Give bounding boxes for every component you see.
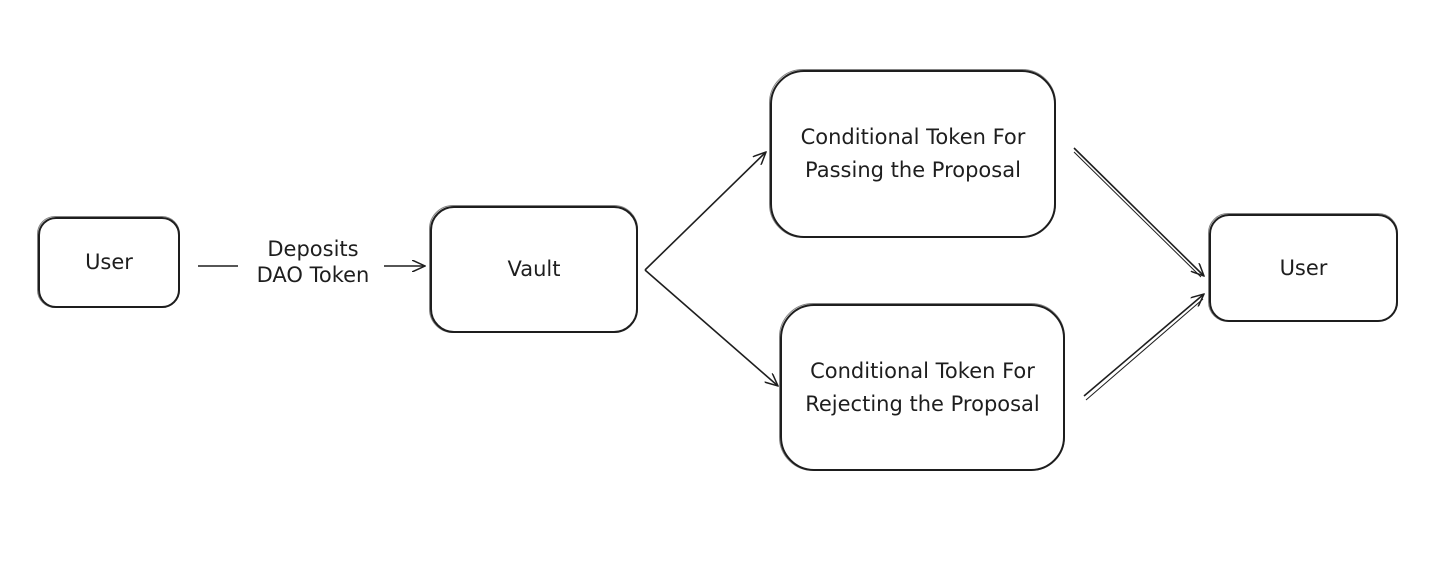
reject-token-line2: Rejecting the Proposal: [805, 391, 1040, 416]
pass-token-line1: Conditional Token For: [800, 125, 1026, 149]
arrow-vault-to-reject-token: [644, 269, 778, 386]
arrow-pass-token-to-user-stroke2: [1073, 151, 1202, 278]
deposit-edge-label: Deposits DAO Token: [240, 236, 386, 288]
user-source-node: User: [37, 216, 180, 308]
vault-node: Vault: [429, 205, 638, 333]
vault-label: Vault: [507, 257, 561, 281]
reject-token-node: Conditional Token For Rejecting the Prop…: [779, 303, 1065, 471]
user-target-label: User: [1279, 255, 1328, 280]
reject-token-line1: Conditional Token For: [810, 358, 1035, 383]
arrow-reject-token-to-user: [1083, 294, 1204, 397]
deposit-label-line1: Deposits: [267, 237, 359, 261]
pass-token-line2: Passing the Proposal: [805, 158, 1021, 182]
arrow-pass-token-to-user: [1073, 147, 1204, 276]
user-target-node: User: [1208, 213, 1398, 322]
arrow-reject-token-to-user-stroke2: [1085, 298, 1204, 401]
user-source-label: User: [85, 250, 133, 274]
arrow-vault-to-pass-token: [644, 152, 766, 271]
pass-token-node: Conditional Token For Passing the Propos…: [769, 69, 1056, 238]
deposit-label-line2: DAO Token: [256, 263, 370, 287]
